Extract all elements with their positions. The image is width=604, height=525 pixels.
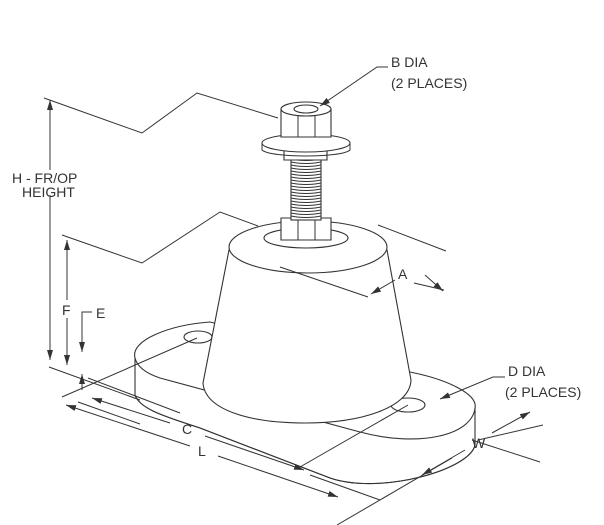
l-label: L [198,443,206,459]
upper-nut [261,101,351,161]
a-label: A [398,266,408,282]
b-leader [319,66,388,107]
f-label: F [62,302,71,318]
h-label-line2: HEIGHT [22,184,75,200]
h-label-line1: H - FR/OP [12,170,77,186]
l-dimension-arrow [65,404,191,447]
a-dimension-arrow [424,274,444,292]
d-places-label: (2 PLACES) [505,384,581,400]
rubber-cone [202,220,412,424]
b-dia-label: B DIA [391,54,428,70]
c-label: C [182,421,192,437]
e-label: E [96,305,105,321]
e-dimension-arrow [79,311,92,352]
dimension-lines [47,66,531,498]
b-places-label: (2 PLACES) [391,75,467,91]
w-label: W [472,435,486,451]
d-dia-label: D DIA [508,363,546,379]
lower-nut [263,217,349,249]
w-dimension-arrow [421,449,466,476]
d-leader [439,376,505,400]
c-dimension-arrow [91,397,171,424]
mounting-hole-left [183,330,213,344]
